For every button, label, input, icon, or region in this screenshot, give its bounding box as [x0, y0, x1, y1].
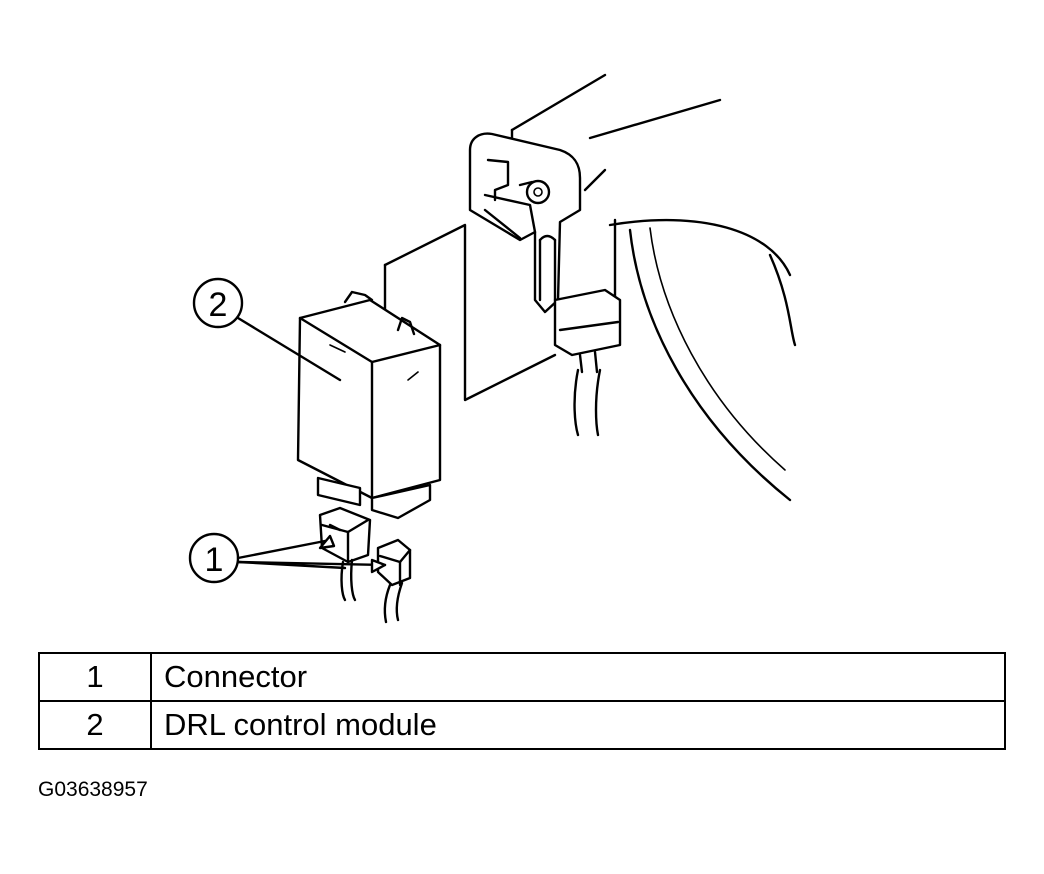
drl-module-illustration: 2 1 — [188, 73, 797, 624]
table-row: 2 DRL control module — [38, 700, 1006, 750]
legend-number: 2 — [38, 700, 152, 750]
table-row: 1 Connector — [38, 652, 1006, 702]
mounting-bracket — [468, 132, 582, 314]
callout-1: 1 — [188, 532, 387, 584]
callout-2: 2 — [192, 277, 342, 382]
vehicle-body-structure — [510, 73, 797, 502]
module-connectors — [318, 506, 412, 624]
callout-2-number: 2 — [209, 286, 228, 324]
drl-control-module — [296, 290, 442, 520]
legend-number: 1 — [38, 652, 152, 702]
legend-table: 1 Connector 2 DRL control module — [38, 652, 1006, 750]
figure-id: G03638957 — [38, 778, 148, 801]
legend-description: Connector — [150, 652, 1006, 702]
vehicle-harness-connector — [553, 288, 622, 437]
legend-description: DRL control module — [150, 700, 1006, 750]
callout-1-number: 1 — [205, 541, 224, 579]
